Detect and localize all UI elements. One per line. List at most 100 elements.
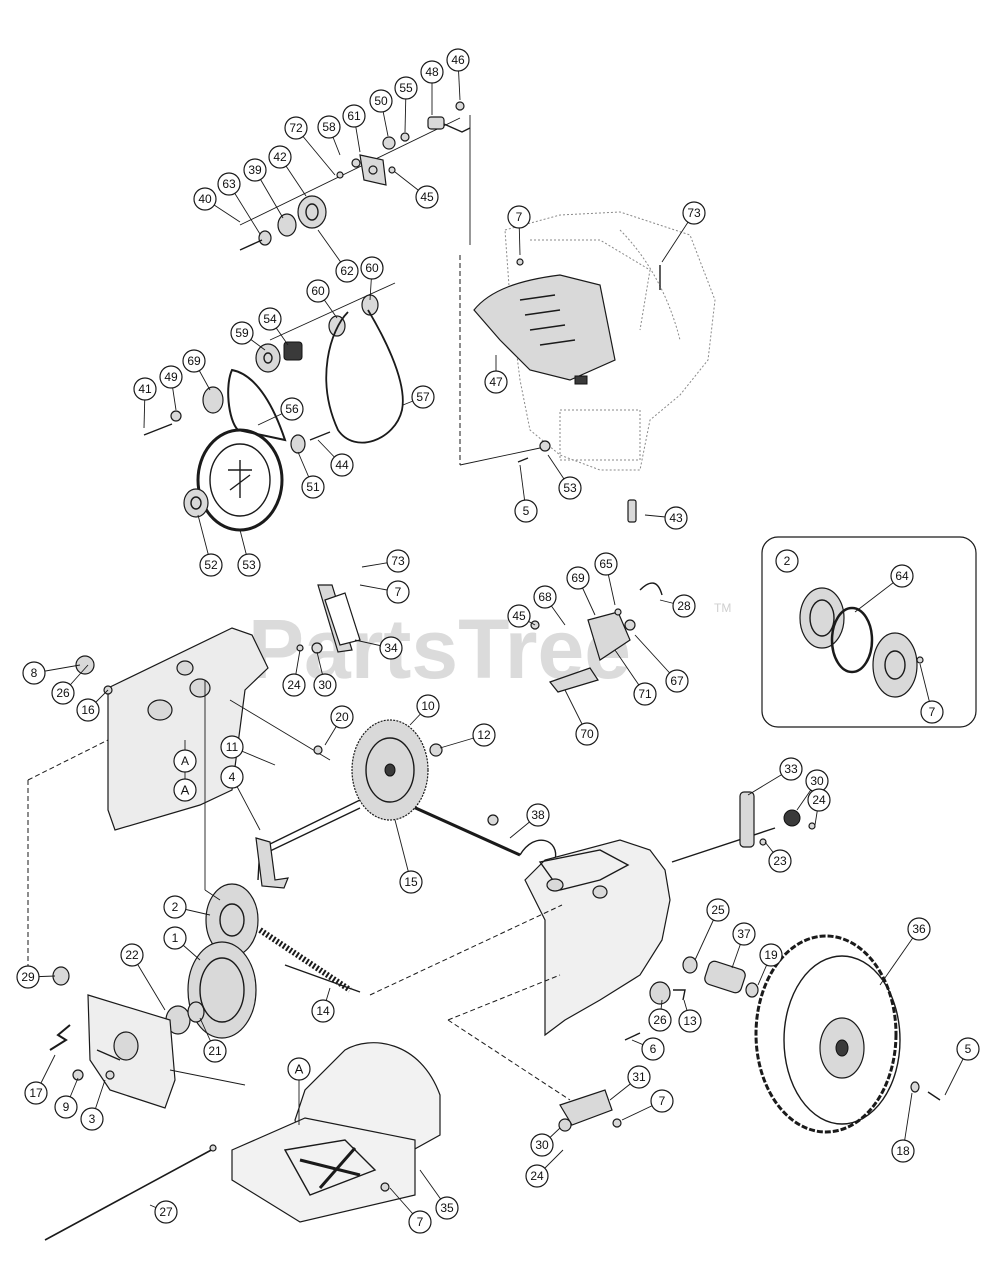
part-callout: 71 bbox=[633, 682, 657, 706]
callout-circle bbox=[507, 604, 531, 628]
callout-circle bbox=[230, 321, 254, 345]
reference-marker-label: A bbox=[295, 1062, 304, 1077]
part-callout: 38 bbox=[526, 803, 550, 827]
callout-circle bbox=[525, 1164, 549, 1188]
callout-number: 35 bbox=[440, 1201, 454, 1215]
callout-number: 5 bbox=[965, 1042, 972, 1056]
callout-circle bbox=[706, 898, 730, 922]
callout-number: 24 bbox=[812, 793, 826, 807]
callout-circle bbox=[360, 256, 384, 280]
callout-circle bbox=[16, 965, 40, 989]
callout-circle bbox=[306, 279, 330, 303]
reference-marker-circle bbox=[173, 778, 197, 802]
reference-marker-circle bbox=[287, 1057, 311, 1081]
callout-circle bbox=[526, 803, 550, 827]
callout-number: 61 bbox=[347, 109, 361, 123]
callout-number: 39 bbox=[248, 163, 262, 177]
part-callout: 45 bbox=[415, 185, 439, 209]
part-callout: 6 bbox=[641, 1037, 665, 1061]
callout-number: 26 bbox=[653, 1013, 667, 1027]
callout-number: 73 bbox=[687, 206, 701, 220]
callout-number: 57 bbox=[416, 390, 430, 404]
part-callout: 68 bbox=[533, 585, 557, 609]
callout-circle bbox=[530, 1133, 554, 1157]
part-callout: 29 bbox=[16, 965, 40, 989]
callout-number: 42 bbox=[273, 150, 287, 164]
part-callout: A bbox=[173, 749, 197, 773]
callout-circle bbox=[672, 594, 696, 618]
callout-circle bbox=[507, 205, 531, 229]
part-callout: 22 bbox=[120, 943, 144, 967]
callout-circle bbox=[891, 1139, 915, 1163]
part-callout: 19 bbox=[759, 943, 783, 967]
callout-number: 28 bbox=[677, 599, 691, 613]
drive-shaft-assembly bbox=[229, 699, 557, 889]
part-callout: 20 bbox=[330, 705, 354, 729]
callout-circle bbox=[173, 749, 197, 773]
callout-circle bbox=[163, 926, 187, 950]
callout-number: 25 bbox=[711, 903, 725, 917]
callout-number: 7 bbox=[395, 585, 402, 599]
callout-circle bbox=[237, 553, 261, 577]
callout-circle bbox=[907, 917, 931, 941]
callout-number: 54 bbox=[263, 312, 277, 326]
callout-circle bbox=[182, 349, 206, 373]
callout-number: 11 bbox=[226, 740, 239, 754]
callout-circle bbox=[203, 1039, 227, 1063]
part-callout: 42 bbox=[268, 145, 292, 169]
callout-circle bbox=[514, 499, 538, 523]
part-callout: 30 bbox=[313, 673, 337, 697]
callout-number: 47 bbox=[489, 375, 503, 389]
callout-circle bbox=[120, 943, 144, 967]
partstree-trademark: TM bbox=[714, 601, 731, 615]
callout-number: 8 bbox=[31, 666, 38, 680]
part-callout: 69 bbox=[566, 566, 590, 590]
callout-circle bbox=[759, 943, 783, 967]
lower-brackets bbox=[530, 582, 663, 1132]
left-bracket bbox=[49, 966, 246, 1109]
inset-label: 2 bbox=[784, 554, 791, 568]
callout-number: 51 bbox=[306, 480, 320, 494]
callout-number: 37 bbox=[737, 927, 751, 941]
callout-number: 67 bbox=[670, 674, 684, 688]
callout-circle bbox=[633, 682, 657, 706]
part-callout: 59 bbox=[230, 321, 254, 345]
callout-circle bbox=[558, 476, 582, 500]
bottom-plate bbox=[44, 1042, 441, 1241]
callout-number: 48 bbox=[425, 65, 439, 79]
callout-circle bbox=[220, 765, 244, 789]
callout-circle bbox=[199, 553, 223, 577]
callout-number: 5 bbox=[523, 504, 530, 518]
part-callout: 40 bbox=[193, 187, 217, 211]
reference-markers: AA bbox=[173, 760, 311, 1125]
part-callout: 31 bbox=[627, 1065, 651, 1089]
part-callout: 52 bbox=[199, 553, 223, 577]
part-callout: 23 bbox=[768, 849, 792, 873]
callout-number: 16 bbox=[81, 703, 95, 717]
callout-circle bbox=[386, 549, 410, 573]
part-callout: 53 bbox=[237, 553, 261, 577]
part-callout: 41 bbox=[133, 377, 157, 401]
callout-circle bbox=[76, 698, 100, 722]
part-callout: 50 bbox=[369, 89, 393, 113]
callout-number: 15 bbox=[404, 875, 418, 889]
part-callout: 4 bbox=[220, 765, 244, 789]
part-callout: 24 bbox=[525, 1164, 549, 1188]
part-callout: 33 bbox=[779, 757, 803, 781]
callout-number: 20 bbox=[335, 710, 349, 724]
callout-circle bbox=[678, 1009, 702, 1033]
callout-number: 1 bbox=[172, 931, 179, 945]
part-callout: 51 bbox=[301, 475, 325, 499]
callout-circle bbox=[386, 580, 410, 604]
part-callout: 73 bbox=[682, 201, 706, 225]
callout-number: 56 bbox=[285, 402, 299, 416]
part-callout: 37 bbox=[732, 922, 756, 946]
callout-circle bbox=[682, 201, 706, 225]
callout-circle bbox=[282, 673, 306, 697]
callout-number: 30 bbox=[810, 774, 824, 788]
callout-circle bbox=[280, 397, 304, 421]
callout-circle bbox=[411, 385, 435, 409]
part-callout: 62 bbox=[335, 259, 359, 283]
